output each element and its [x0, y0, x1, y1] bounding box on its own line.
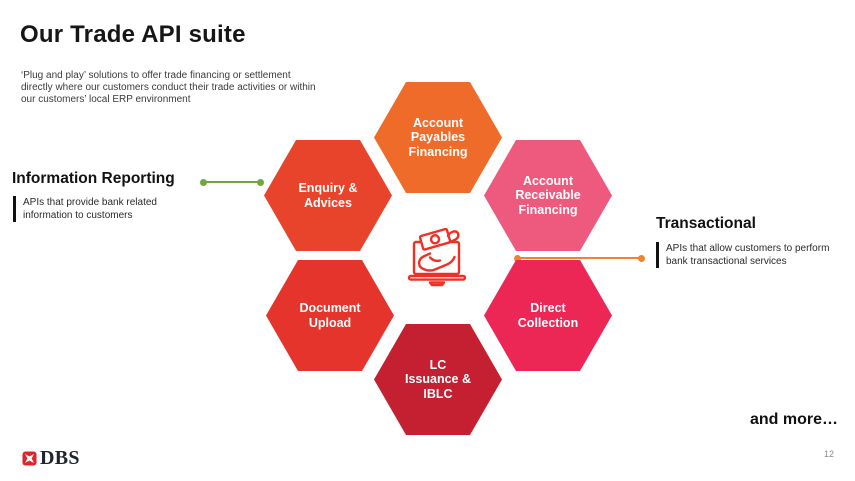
connector-dot — [257, 178, 264, 186]
information-reporting-description: APIs that provide bank related informati… — [13, 196, 157, 222]
hexagon-lc-issuance-iblc: LC Issuance & IBLC — [374, 324, 502, 435]
connector-line — [517, 257, 642, 259]
hexagon-label: Document Upload — [299, 300, 361, 330]
hexagon-direct-collection: Direct Collection — [484, 260, 612, 371]
connector-line — [203, 181, 261, 183]
hexagon-label: Direct Collection — [517, 300, 579, 330]
accent-bar — [13, 196, 16, 222]
transactional-heading: Transactional — [656, 215, 756, 232]
hexagon-label: Account Receivable Financing — [515, 173, 581, 217]
slide-subtitle: ‘Plug and play’ solutions to offer trade… — [21, 70, 316, 105]
dbs-logo-text: DBS — [40, 447, 80, 469]
dbs-logo-icon — [22, 451, 37, 466]
accent-bar — [656, 242, 659, 268]
and-more-text: and more… — [749, 411, 838, 428]
transactional-description: APIs that allow customers to perform ban… — [656, 242, 829, 268]
page-number: 12 — [823, 449, 834, 459]
hexagon-account-receivable-financing: Account Receivable Financing — [484, 140, 612, 251]
hexagon-document-upload: Document Upload — [266, 260, 394, 371]
hexagon-label: Account Payables Financing — [408, 115, 468, 159]
online-payment-icon — [406, 226, 468, 295]
hexagon-label: LC Issuance & IBLC — [404, 357, 471, 401]
hexagon-account-payables-financing: Account Payables Financing — [374, 82, 502, 193]
hexagon-label: Enquiry & Advices — [298, 180, 358, 210]
description-text: APIs that provide bank related informati… — [23, 197, 157, 221]
information-reporting-heading: Information Reporting — [12, 170, 175, 187]
page-title: Our Trade API suite — [20, 21, 246, 48]
transactional-connector — [514, 254, 645, 262]
information-reporting-connector — [200, 178, 264, 186]
hexagon-enquiry-advices: Enquiry & Advices — [264, 140, 392, 251]
description-text: APIs that allow customers to perform ban… — [666, 243, 830, 267]
dbs-logo: DBS — [22, 447, 80, 470]
connector-dot — [638, 254, 645, 262]
